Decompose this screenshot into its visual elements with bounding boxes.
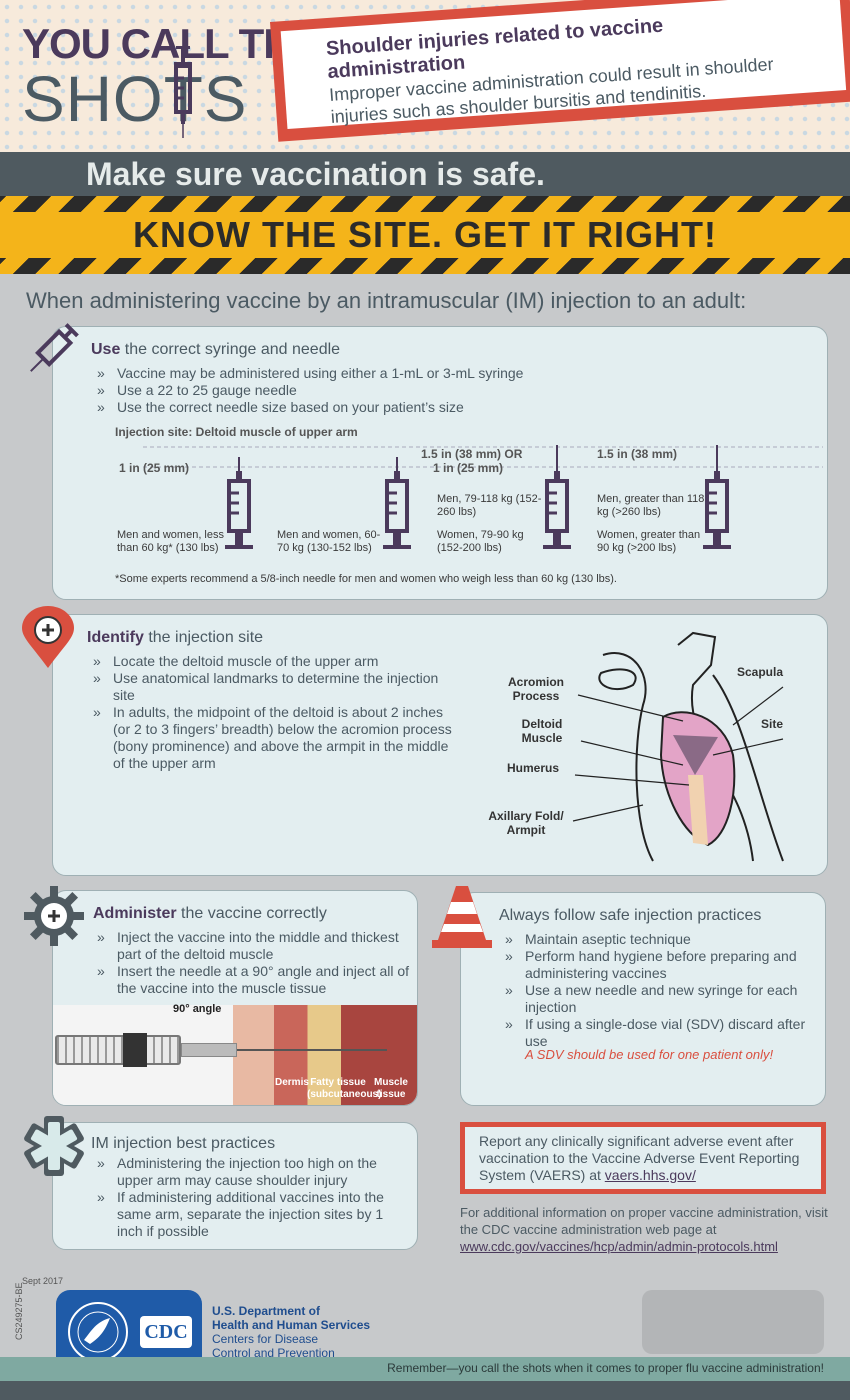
identify-card-title: Identify the injection site <box>87 629 264 646</box>
safety-banner: Make sure vaccination is safe. <box>0 152 850 196</box>
size-label-1in: 1 in (25 mm) <box>119 461 190 475</box>
list-item: Administering the injection too high on … <box>91 1155 411 1189</box>
label-site: Site <box>761 717 784 731</box>
list-item: Use the correct needle size based on you… <box>91 399 791 416</box>
more-info: For additional information on proper vac… <box>460 1204 830 1255</box>
label-humerus: Humerus <box>507 761 560 775</box>
group-label: Men and women, less than 60 kg* (130 lbs… <box>117 529 224 554</box>
safe-practices-card: Always follow safe injection practices M… <box>460 892 826 1106</box>
banner-text: Make sure vaccination is safe. <box>86 156 545 192</box>
administer-card: Administer the vaccine correctly Inject … <box>52 890 418 1106</box>
administer-card-title: Administer the vaccine correctly <box>93 905 327 922</box>
identify-site-card: Identify the injection site Locate the d… <box>52 614 828 876</box>
shoulder-anatomy-diagram <box>572 631 784 862</box>
footer-remember: Remember—you call the shots when it come… <box>387 1361 824 1375</box>
group-label: Women, greater than 90 kg (>200 lbs) <box>597 529 701 554</box>
label-scapula: Scapula <box>737 665 784 679</box>
vaers-text: Report any clinically significant advers… <box>479 1133 800 1183</box>
headline: KNOW THE SITE. GET IT RIGHT! <box>0 212 850 258</box>
best-bullet-list: Administering the injection too high on … <box>91 1155 411 1240</box>
shoulder-injury-callout: Shoulder injuries related to vaccine adm… <box>270 0 850 142</box>
needle-size-guide-lines <box>143 446 823 468</box>
syringe-plunger <box>123 1033 147 1067</box>
list-item: If administering additional vaccines int… <box>91 1189 411 1240</box>
placeholder-box <box>642 1290 824 1354</box>
cdc-logo: CDC <box>140 1316 192 1348</box>
label-deltoid: Deltoid Muscle <box>521 717 563 745</box>
use-bullet-list: Vaccine may be administered using either… <box>91 365 791 416</box>
header: YOU CALL THE SHOTS Shoulder injuries rel… <box>0 0 850 152</box>
use-card-title: Use the correct syringe and needle <box>91 341 341 358</box>
group-label: Men, greater than 118 kg (>260 lbs) <box>597 493 705 518</box>
traffic-cone-icon <box>432 886 492 948</box>
medical-star-icon <box>24 1116 84 1176</box>
list-item: Maintain aseptic technique <box>499 931 815 948</box>
syringe-barrel <box>55 1035 181 1065</box>
hhs-seal-icon <box>68 1302 128 1362</box>
angle-label: 90° angle <box>173 1003 222 1015</box>
best-card-title: IM injection best practices <box>91 1135 276 1152</box>
sdv-warning: A SDV should be used for one patient onl… <box>525 1047 774 1062</box>
label-axillary: Axillary Fold/ Armpit <box>488 809 564 837</box>
layer-label-fatty: Fatty tissue (subcutaneous) <box>307 1077 382 1100</box>
list-item: Use a new needle and new syringe for eac… <box>499 982 815 1016</box>
safe-bullet-list: Maintain aseptic technique Perform hand … <box>499 931 815 1050</box>
label-acromion: Acromion Process <box>507 675 564 703</box>
cdc-admin-link[interactable]: www.cdc.gov/vaccines/hcp/admin/admin-pro… <box>460 1239 778 1254</box>
size-label-15in: 1.5 in (38 mm) <box>597 447 678 461</box>
group-label: Women, 79-90 kg (152-200 lbs) <box>437 529 524 554</box>
group-label: Men and women, 60-70 kg (130-152 lbs) <box>277 529 381 554</box>
needle <box>237 1049 387 1051</box>
footer-bar <box>0 1357 850 1381</box>
more-info-text: For additional information on proper vac… <box>460 1205 828 1237</box>
layer-label-dermis: Dermis <box>275 1077 309 1088</box>
vaers-report-box: Report any clinically significant advers… <box>460 1122 826 1194</box>
hazard-stripe-top <box>0 196 850 212</box>
publication-code: CS249275-BE <box>14 1282 24 1340</box>
location-pin-icon <box>22 606 74 668</box>
syringe-logo-icon <box>174 46 192 138</box>
list-item: Insert the needle at a 90° angle and inj… <box>91 963 411 997</box>
logo-line2: SHOTS <box>22 63 248 135</box>
tissue-layers <box>233 1005 417 1105</box>
hhs-name: U.S. Department of Health and Human Serv… <box>212 1304 371 1360</box>
safe-card-title: Always follow safe injection practices <box>499 907 762 924</box>
best-practices-card: IM injection best practices Administerin… <box>52 1122 418 1250</box>
list-item: Inject the vaccine into the middle and t… <box>91 929 411 963</box>
syringe-section-icon <box>30 323 79 372</box>
list-item: Locate the deltoid muscle of the upper a… <box>87 653 459 670</box>
gear-icon <box>24 886 84 946</box>
footer-dark-bar <box>0 1381 850 1400</box>
intro-text: When administering vaccine by an intramu… <box>26 288 747 313</box>
footnote: *Some experts recommend a 5/8-inch needl… <box>115 573 617 585</box>
vaers-link[interactable]: vaers.hhs.gov/ <box>604 1167 696 1183</box>
identify-bullet-list: Locate the deltoid muscle of the upper a… <box>87 653 459 772</box>
use-syringe-card: Use the correct syringe and needle Vacci… <box>52 326 828 600</box>
layer-label-muscle: Muscle tissue <box>374 1077 408 1100</box>
injection-site-label: Injection site: Deltoid muscle of upper … <box>115 425 358 439</box>
list-item: If using a single-dose vial (SDV) discar… <box>499 1016 815 1050</box>
administer-bullet-list: Inject the vaccine into the middle and t… <box>91 929 411 997</box>
group-label: Men, 79-118 kg (152-260 lbs) <box>437 493 542 518</box>
list-item: Use anatomical landmarks to determine th… <box>87 670 459 704</box>
list-item: Vaccine may be administered using either… <box>91 365 791 382</box>
hazard-stripe-bottom <box>0 258 850 274</box>
injection-illustration: 90° angle Dermis Fatty tissue (subcutane… <box>53 1003 417 1105</box>
size-label-1in-alt: 1 in (25 mm) <box>433 461 504 475</box>
list-item: Perform hand hygiene before preparing an… <box>499 948 815 982</box>
list-item: In adults, the midpoint of the deltoid i… <box>87 704 459 772</box>
list-item: Use a 22 to 25 gauge needle <box>91 382 791 399</box>
syringe-hub <box>181 1043 237 1057</box>
publication-date: Sept 2017 <box>22 1276 64 1286</box>
size-label-15in-or: 1.5 in (38 mm) OR <box>421 447 523 461</box>
